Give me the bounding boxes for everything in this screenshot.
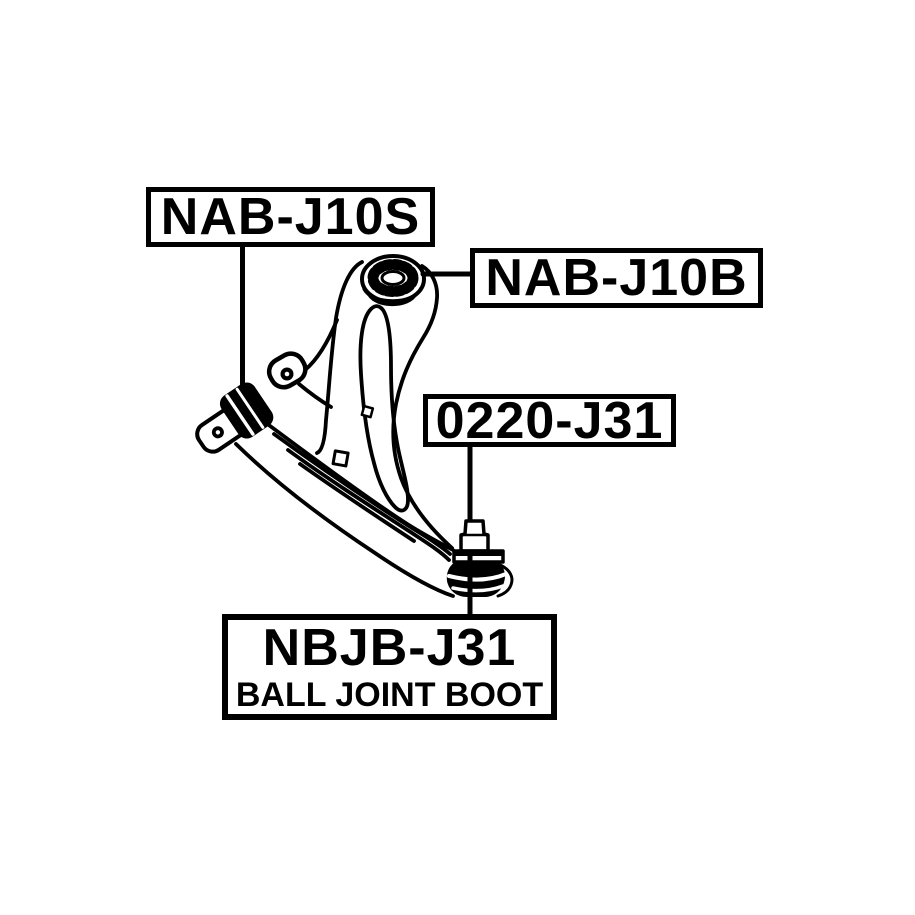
arm-bushing-top (360, 254, 426, 307)
bushing-teeth (367, 259, 419, 297)
bushing-lip (362, 286, 423, 303)
part-label-box-nab-j10b: NAB-J10B (470, 248, 763, 308)
part-label-box-0220-j31: 0220-J31 (423, 394, 676, 447)
part-number: NBJB-J31 (262, 619, 517, 677)
arm-hole-small (360, 404, 375, 419)
part-label-box-nbjb-j31: NBJB-J31 BALL JOINT BOOT (222, 614, 557, 720)
arm-hole-square (331, 449, 350, 468)
arm-front-branch (195, 318, 339, 454)
ball-joint (446, 519, 514, 598)
arm-upper-strut (315, 260, 454, 550)
part-caption: BALL JOINT BOOT (235, 676, 544, 714)
part-number: NAB-J10B (485, 249, 748, 307)
part-number: 0220-J31 (435, 391, 664, 450)
arm-lower-band (234, 404, 455, 598)
arm-inner-contour (358, 304, 410, 513)
front-bushing (195, 382, 274, 454)
boot-right-bulge (491, 561, 514, 598)
part-number: NAB-J10S (160, 188, 421, 246)
part-label-box-nab-j10s: NAB-J10S (146, 187, 435, 247)
